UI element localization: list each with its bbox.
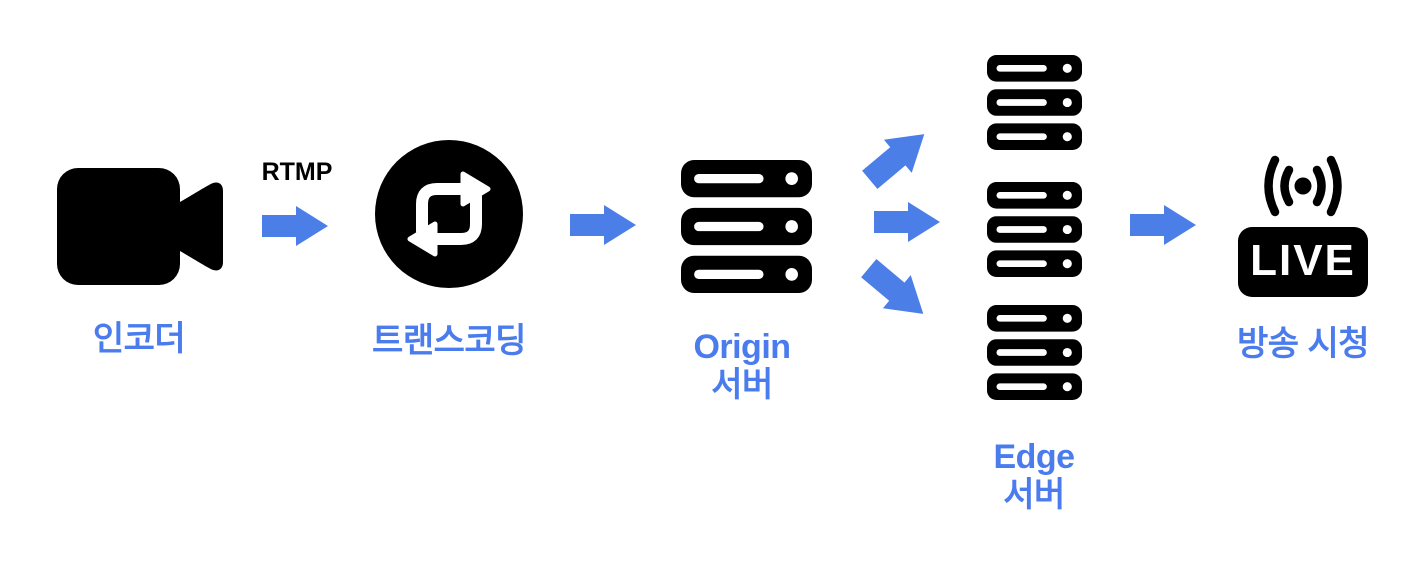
origin-label-line1: Origin (693, 328, 791, 366)
arrow-down-right-icon (855, 252, 937, 331)
edge-label: Edge 서버 (934, 438, 1134, 514)
live-badge-text: LIVE (1250, 236, 1356, 285)
server-stack-icon (987, 305, 1082, 400)
arrow-right-icon (570, 205, 636, 245)
edge-label-line2: 서버 (1003, 476, 1065, 514)
rtmp-protocol-label: RTMP (261, 158, 333, 186)
broadcast-waves-icon (1264, 155, 1342, 217)
viewer-label: 방송 시청 (1236, 325, 1370, 363)
server-stack-icon (987, 55, 1082, 150)
arrow-right-icon (1130, 205, 1196, 245)
arrow-right-icon (262, 206, 328, 246)
origin-label-line2: 서버 (711, 366, 773, 404)
transcoding-label: 트랜스코딩 (372, 322, 526, 360)
encoder-label: 인코더 (92, 320, 186, 358)
transcode-repeat-icon (375, 140, 523, 288)
edge-label-line1: Edge (993, 438, 1075, 476)
arrow-right-icon (874, 202, 940, 242)
origin-label: Origin 서버 (642, 328, 842, 404)
server-stack-icon (987, 182, 1082, 277)
server-stack-icon (681, 160, 812, 293)
video-camera-icon (57, 168, 223, 285)
arrow-up-right-icon (856, 118, 938, 197)
live-badge: LIVE (1238, 227, 1368, 297)
